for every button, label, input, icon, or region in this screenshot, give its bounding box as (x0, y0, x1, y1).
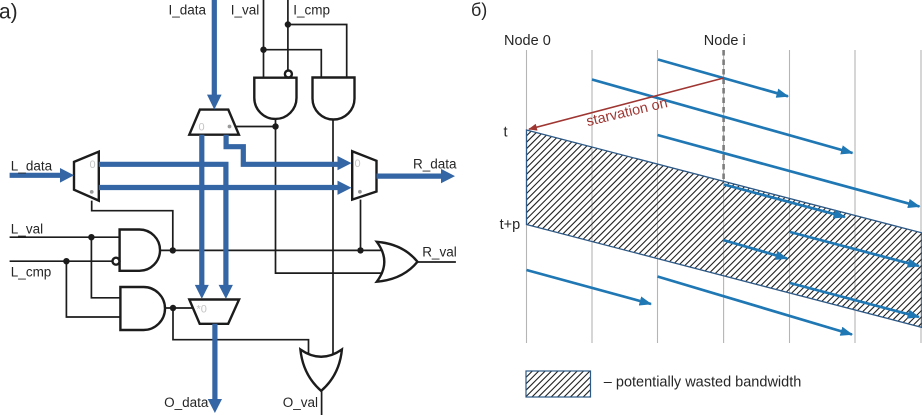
svg-text:starvation on: starvation on (585, 95, 669, 130)
svg-text:*0: *0 (197, 304, 207, 316)
svg-text:0: 0 (199, 122, 205, 134)
svg-text:L_val: L_val (11, 221, 43, 236)
svg-text:– potentially wasted bandwidth: – potentially wasted bandwidth (604, 375, 802, 391)
svg-text:Node 0: Node 0 (504, 33, 551, 49)
svg-text:I_val: I_val (231, 3, 260, 18)
svg-text:Node i: Node i (704, 33, 746, 49)
svg-text:I_cmp: I_cmp (293, 3, 330, 18)
svg-text:O_val: O_val (283, 395, 318, 410)
svg-text:L_cmp: L_cmp (11, 265, 52, 280)
svg-text:б): б) (471, 0, 487, 20)
svg-text:O_data: O_data (164, 395, 209, 410)
svg-text:t: t (504, 125, 508, 141)
svg-text:R_val: R_val (422, 245, 457, 260)
svg-text:0: 0 (355, 158, 361, 170)
svg-text:I_data: I_data (169, 3, 207, 18)
svg-text:R_data: R_data (413, 157, 457, 172)
svg-text:t+p: t+p (500, 217, 521, 233)
svg-text:L_data: L_data (11, 159, 53, 174)
svg-text:а): а) (0, 1, 18, 24)
svg-text:0: 0 (90, 159, 96, 171)
